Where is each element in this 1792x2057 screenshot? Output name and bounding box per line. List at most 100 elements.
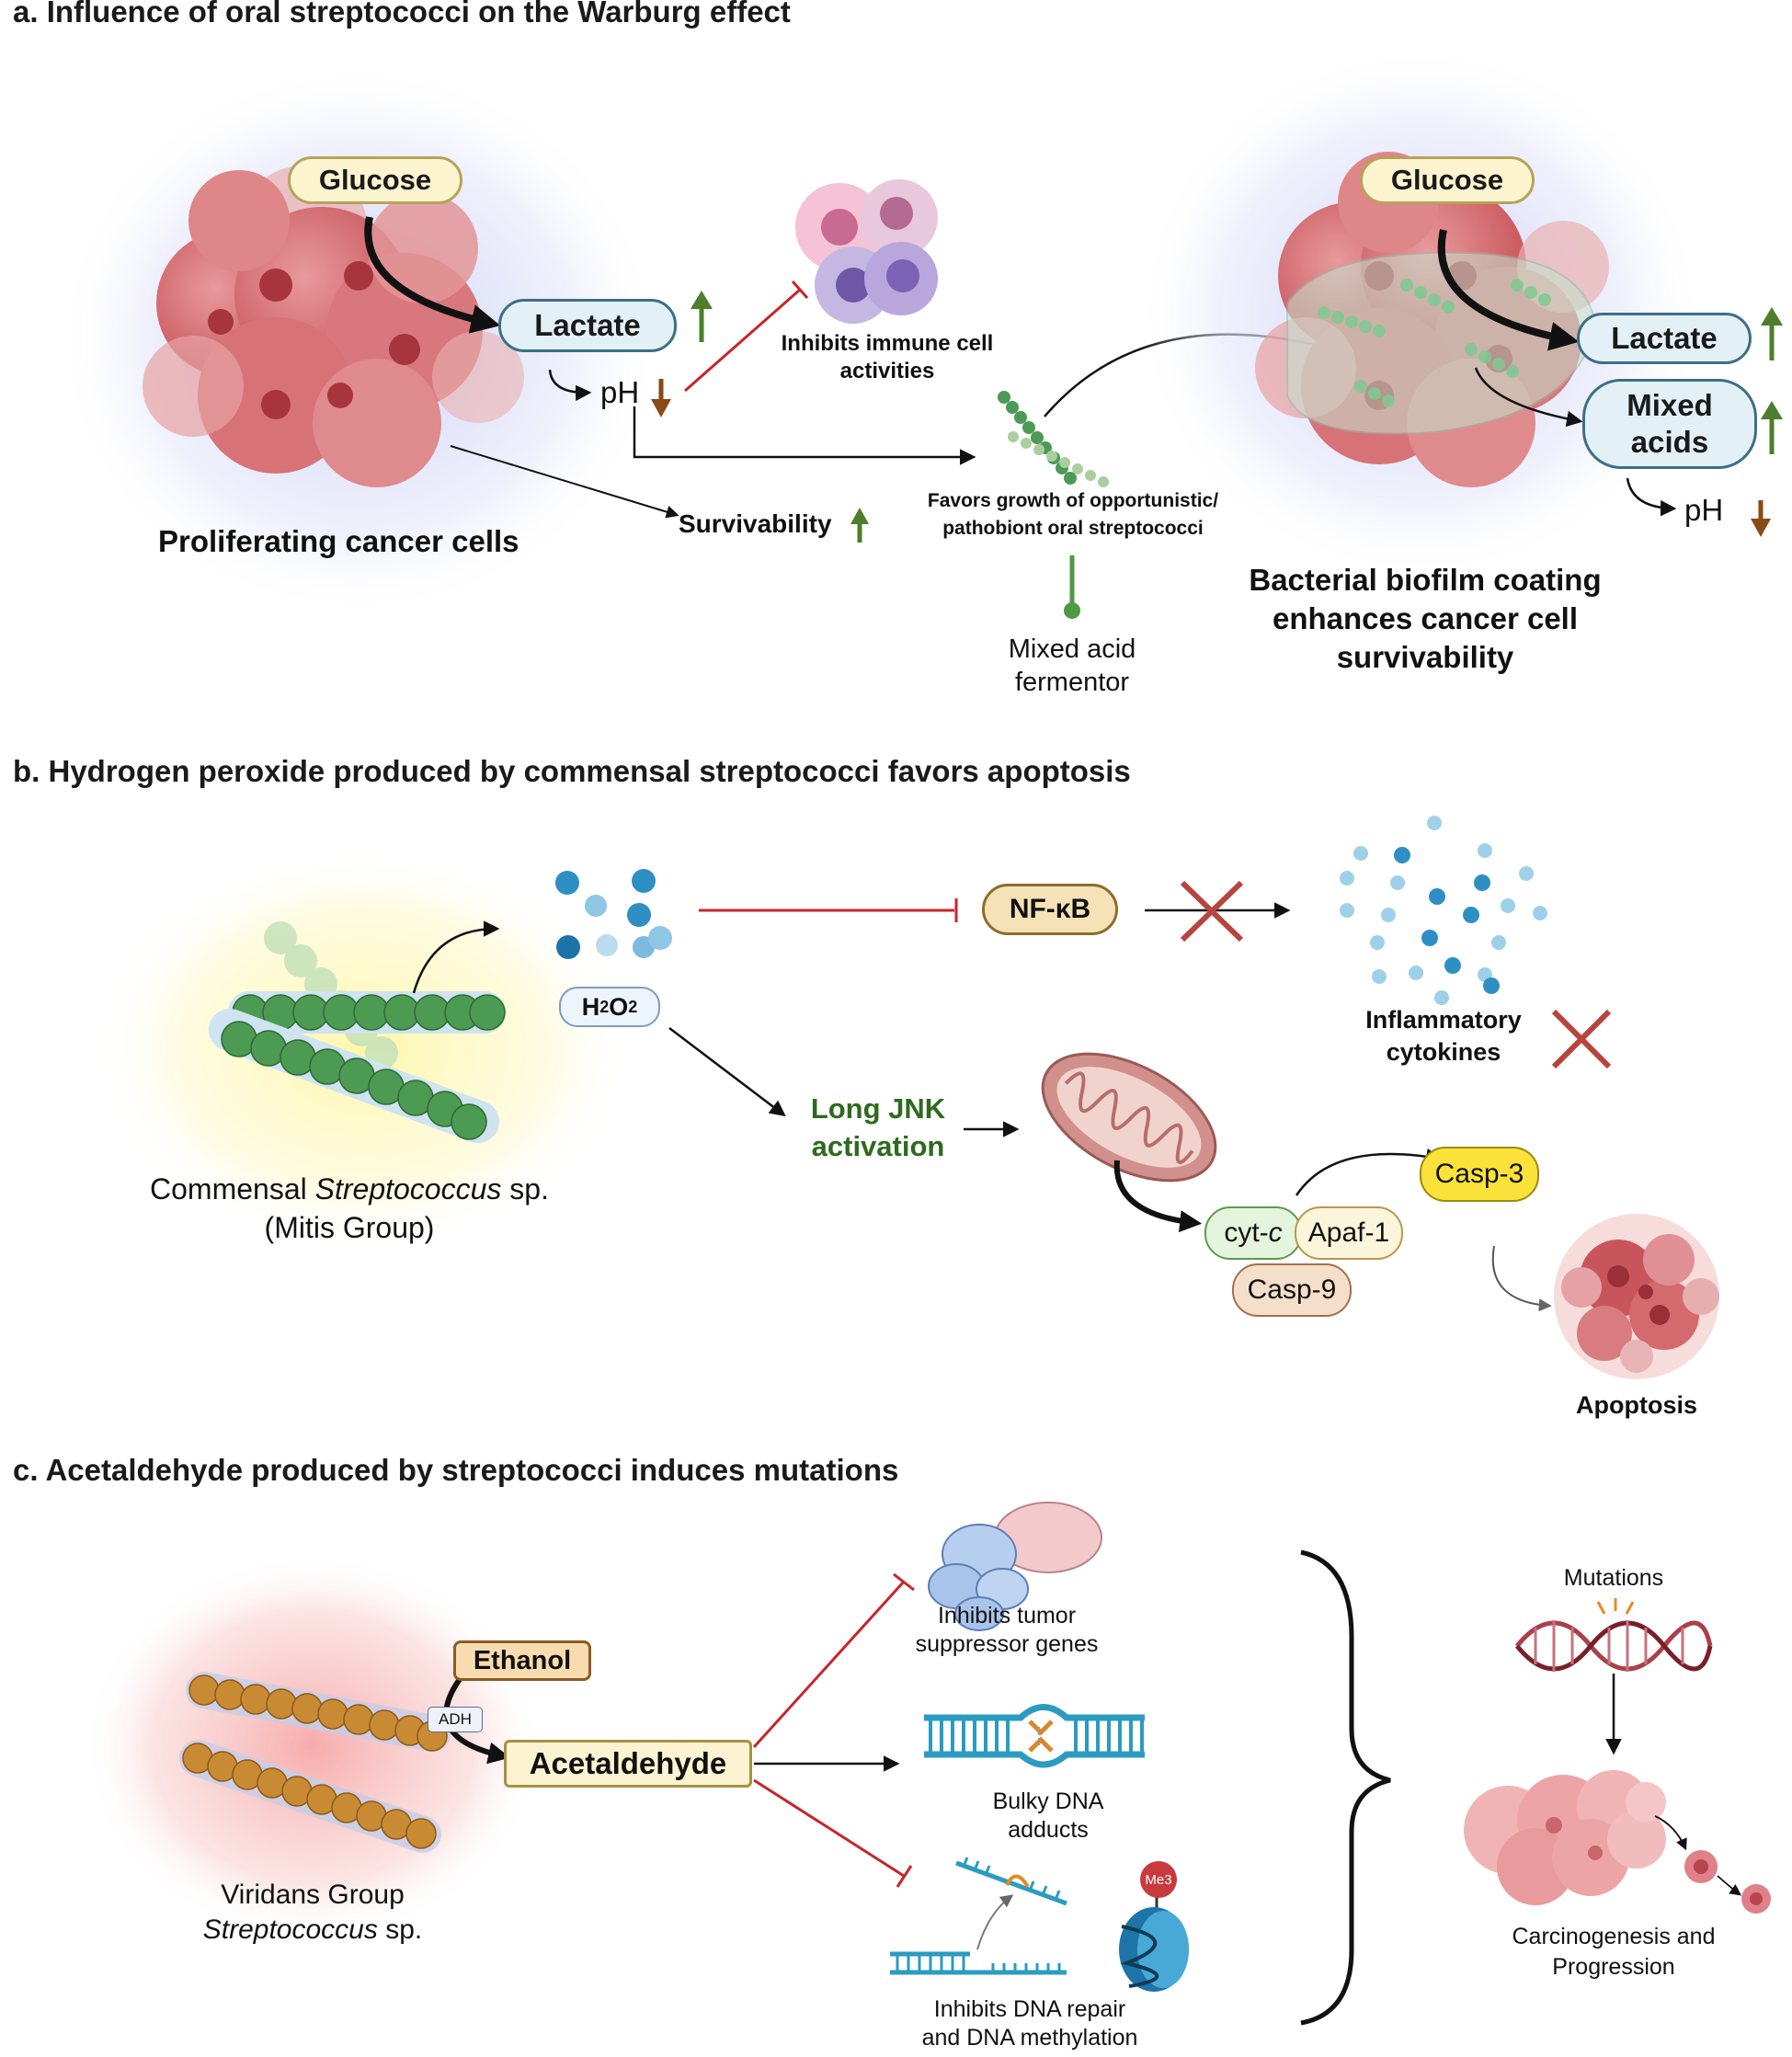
inhibits-immune-line2: activities — [839, 359, 935, 383]
ph-right-label: pH — [1684, 493, 1724, 527]
panel-a-title: a. Influence of oral streptococci on the… — [13, 0, 791, 29]
long-jnk-activation-label: Long JNK activation — [786, 1090, 970, 1165]
apoptosis-label: Apoptosis — [1576, 1391, 1697, 1419]
tumor-suppressor-protein-illustration — [928, 1502, 1102, 1631]
bulky-dna-adduct-illustration — [924, 1704, 1145, 1768]
inhibits-dna-repair-label: Inhibits DNA repair and DNA methylation — [892, 1995, 1168, 2052]
mixed-acids-line2: acids — [1630, 425, 1709, 459]
h2o2-h: H — [581, 992, 600, 1021]
fermentor-dot — [1064, 602, 1080, 619]
immune-cells-illustration — [795, 179, 938, 324]
glucose-label: Glucose — [288, 156, 462, 204]
cytokine-dots — [1340, 816, 1547, 1005]
h2o2-sub1: 2 — [599, 997, 610, 1016]
lactate-up-arrow — [691, 291, 713, 342]
ph-down-arrow — [651, 379, 671, 417]
mixed-acid-fermentor-line1: Mixed acid — [1008, 634, 1136, 664]
biofilm-line1: Bacterial biofilm coating — [1249, 563, 1602, 597]
biofilm-line3: survivability — [1336, 640, 1514, 674]
inhibits-tumor-label: Inhibits tumor suppressor genes — [883, 1602, 1131, 1659]
survivability-label: Survivability — [679, 509, 832, 538]
apoptotic-cell-illustration — [1554, 1214, 1719, 1379]
carcinogenesis-line2: Progression — [1552, 1954, 1675, 1980]
h2o2-o: O — [609, 992, 629, 1021]
biofilm-cancer-cells-illustration — [1255, 152, 1609, 487]
bulky-dna-adducts-label: Bulky DNA adducts — [956, 1788, 1140, 1845]
inflammatory-cytokines-label: Inflammatory cytokines — [1324, 1004, 1563, 1068]
inflammatory-line1: Inflammatory — [1365, 1006, 1522, 1034]
mixed-acids-label: Mixed acids — [1582, 379, 1757, 469]
commensal-prefix: Commensal — [150, 1172, 315, 1206]
inflammatory-line2: cytokines — [1386, 1038, 1501, 1066]
casp9-label: Casp-9 — [1232, 1263, 1352, 1317]
favors-growth-label: Favors growth of opportunistic/ pathobio… — [875, 487, 1271, 543]
viridans-line2: Streptococcus sp. — [175, 1913, 451, 1948]
acetaldehyde-label: Acetaldehyde — [504, 1740, 752, 1788]
ph-label: pH — [600, 375, 640, 409]
cytc-italic: c — [1268, 1217, 1283, 1248]
ethanol-label: Ethanol — [453, 1640, 591, 1681]
apaf-label: Apaf-1 — [1295, 1206, 1403, 1260]
mitis-group-label: (Mitis Group) — [264, 1211, 435, 1244]
commensal-streptococcus-label: Commensal Streptococcus sp. (Mitis Group… — [138, 1170, 561, 1247]
long-jnk-line1: Long JNK — [810, 1092, 946, 1125]
carcinogenesis-label: Carcinogenesis and Progression — [1490, 1922, 1738, 1983]
inhibits-tumor-line1: Inhibits tumor — [937, 1603, 1077, 1628]
glucose-right-label: Glucose — [1360, 156, 1535, 204]
oral-streptococci-chain — [998, 391, 1109, 487]
cytc-prefix: cyt- — [1224, 1217, 1269, 1248]
lactate-right-up-arrow — [1761, 307, 1783, 360]
nfkb-block-cross — [1180, 880, 1244, 943]
methylated-nucleosome-illustration — [1119, 1892, 1189, 1992]
grouping-brace — [1300, 1549, 1391, 2026]
viridans-suffix: sp. — [377, 1914, 423, 1945]
commensal-suffix: sp. — [501, 1172, 549, 1206]
nfkb-label: NF-κB — [982, 884, 1118, 935]
inhibits-repair-line2: and DNA methylation — [921, 2025, 1138, 2051]
viridans-line1: Viridans Group — [221, 1880, 405, 1910]
long-jnk-line2: activation — [811, 1130, 945, 1162]
inhibits-repair-line1: Inhibits DNA repair — [933, 1996, 1126, 2022]
mixed-acids-up-arrow — [1761, 401, 1783, 454]
inhibits-tumor-line2: suppressor genes — [915, 1631, 1099, 1657]
mitochondrion-illustration — [1041, 1052, 1217, 1183]
inhibits-immune-label: Inhibits immune cell activities — [749, 330, 1025, 385]
favors-growth-line1: Favors growth of opportunistic/ — [927, 490, 1219, 511]
proliferating-cancer-cells-label: Proliferating cancer cells — [158, 524, 519, 558]
mixed-acid-fermentor-line2: fermentor — [1014, 668, 1130, 697]
h2o2-droplets — [555, 869, 672, 959]
biofilm-line2: enhances cancer cell — [1272, 601, 1579, 635]
viridans-streptococcus-label: Viridans Group Streptococcus sp. — [175, 1878, 451, 1948]
commensal-streptococcus-chains — [209, 921, 506, 1143]
lactate-right-label: Lactate — [1577, 313, 1752, 364]
bulky-line1: Bulky DNA — [992, 1788, 1104, 1814]
dna-repair-illustration — [890, 1857, 1067, 1975]
bulky-line2: adducts — [1008, 1817, 1089, 1843]
carcinogenesis-line1: Carcinogenesis and — [1512, 1924, 1716, 1949]
me3-badge: Me3 — [1140, 1861, 1177, 1898]
adh-label: ADH — [428, 1707, 483, 1732]
carcinogenesis-cells-illustration — [1464, 1770, 1771, 1914]
mutated-dna-helix — [1515, 1598, 1713, 1672]
mixed-acid-fermentor-label: Mixed acid fermentor — [956, 633, 1188, 699]
h2o2-sub2: 2 — [628, 997, 638, 1016]
survivability-up-arrow — [850, 508, 869, 543]
mutations-label: Mutations — [1563, 1565, 1664, 1591]
lactate-label: Lactate — [498, 299, 677, 352]
commensal-line1: Commensal Streptococcus sp. — [138, 1170, 561, 1208]
commensal-glow — [97, 846, 630, 1251]
ph-right-down-arrow — [1751, 500, 1771, 537]
panel-c-title: c. Acetaldehyde produced by streptococci… — [13, 1453, 899, 1487]
inhibits-immune-line1: Inhibits immune cell — [781, 331, 994, 356]
favors-growth-line2: pathobiont oral streptococci — [942, 518, 1204, 539]
proliferating-cancer-cells-illustration — [143, 166, 524, 487]
cytokines-cross — [1551, 1009, 1612, 1069]
commensal-genus: Streptococcus — [314, 1172, 502, 1206]
biofilm-label: Bacterial biofilm coating enhances cance… — [1186, 561, 1664, 677]
viridans-genus: Streptococcus — [202, 1914, 378, 1945]
casp3-label: Casp-3 — [1420, 1147, 1539, 1202]
panel-b-title: b. Hydrogen peroxide produced by commens… — [13, 754, 1131, 788]
cytc-label: cyt-c — [1204, 1206, 1302, 1260]
